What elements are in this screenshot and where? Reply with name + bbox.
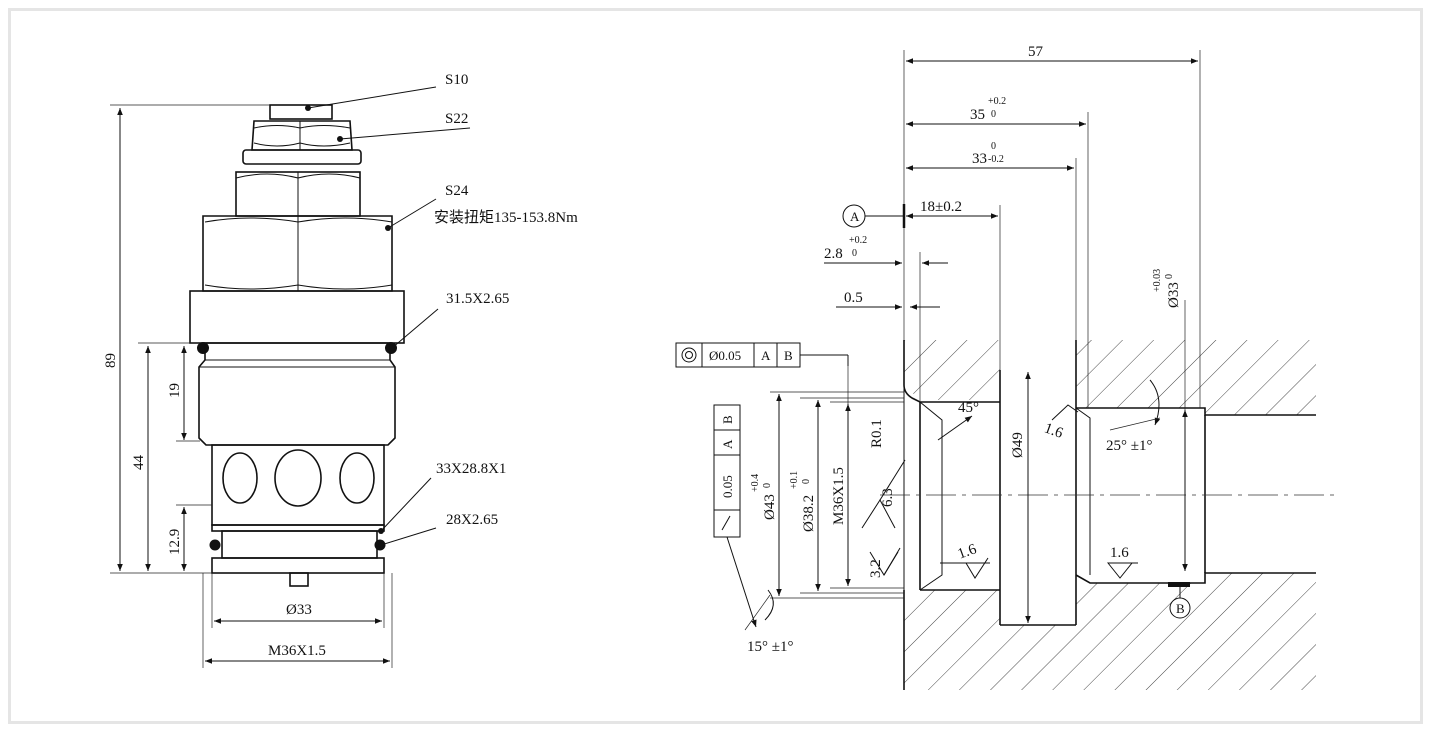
dim-thread-left: M36X1.5 [268, 643, 326, 659]
angle-15: 15° ±1° [747, 639, 793, 655]
dim-len-33-tol-low: -0.2 [988, 154, 1004, 165]
dim-dia-33-tol-up: +0.03 [1152, 269, 1163, 292]
datum-a-label: A [850, 209, 860, 224]
angle-45: 45° [958, 400, 979, 416]
dim-len-18: 18±0.2 [920, 199, 962, 215]
dim-thread-right: M36X1.5 [831, 467, 847, 525]
roughness-1-6-b: 1.6 [1042, 420, 1066, 442]
concentricity-value: Ø0.05 [709, 348, 741, 363]
dim-len-0-5: 0.5 [844, 290, 863, 306]
datum-b-label: B [1176, 601, 1185, 616]
dim-len-35-tol-up: +0.2 [988, 96, 1006, 107]
dim-dia-43-tol-low: 0 [762, 483, 773, 488]
cavity-section-view [675, 50, 1335, 690]
dim-dia-43-tol-up: +0.4 [750, 474, 761, 492]
dim-height-12-9: 12.9 [167, 529, 183, 555]
dim-len-35-tol-low: 0 [991, 109, 996, 120]
concentricity-ref2: B [784, 348, 793, 363]
dim-dia-38-2-tol-up: +0.1 [789, 471, 800, 489]
dim-len-2-8-tol-low: 0 [852, 248, 857, 259]
runout-ref1: A [720, 439, 735, 449]
runout-ref2: B [720, 415, 735, 424]
dim-dia-38-2-tol-low: 0 [801, 479, 812, 484]
label-s10: S10 [445, 72, 468, 88]
label-torque: 安装扭矩135-153.8Nm [434, 209, 578, 226]
dim-len-57: 57 [1028, 44, 1044, 60]
runout-value: 0.05 [720, 475, 735, 498]
roughness-1-6-a: 1.6 [956, 541, 980, 563]
dim-dia-49: Ø49 [1010, 432, 1026, 458]
dim-len-2-8-tol-up: +0.2 [849, 235, 867, 246]
label-backup-ring: 33X28.8X1 [436, 461, 506, 477]
dim-height-44: 44 [131, 455, 147, 471]
label-oring-bottom: 28X2.65 [446, 512, 498, 528]
dim-len-33: 33 [972, 151, 987, 167]
dim-dia-38-2: Ø38.2 [801, 495, 817, 532]
concentricity-ref1: A [761, 348, 771, 363]
dim-dia-33-left: Ø33 [286, 602, 312, 618]
dim-dia-33-right: Ø33 [1166, 282, 1182, 308]
dim-dia-33-tol-low: 0 [1164, 274, 1175, 279]
roughness-6-3: 6.3 [880, 488, 896, 507]
roughness-3-2: 3.2 [868, 559, 884, 578]
dim-len-35: 35 [970, 107, 985, 123]
dim-len-2-8: 2.8 [824, 246, 843, 262]
label-s22: S22 [445, 111, 468, 127]
cartridge-valve-side-view [110, 86, 471, 668]
roughness-1-6-c: 1.6 [1110, 545, 1129, 561]
dim-height-19: 19 [167, 383, 183, 398]
dim-radius: R0.1 [869, 419, 885, 448]
dim-len-33-tol-up: 0 [991, 141, 996, 152]
label-oring-top: 31.5X2.65 [446, 291, 509, 307]
label-s24: S24 [445, 183, 469, 199]
dim-dia-43: Ø43 [762, 494, 778, 520]
dim-overall-height: 89 [103, 353, 119, 368]
angle-25: 25° ±1° [1106, 438, 1152, 454]
